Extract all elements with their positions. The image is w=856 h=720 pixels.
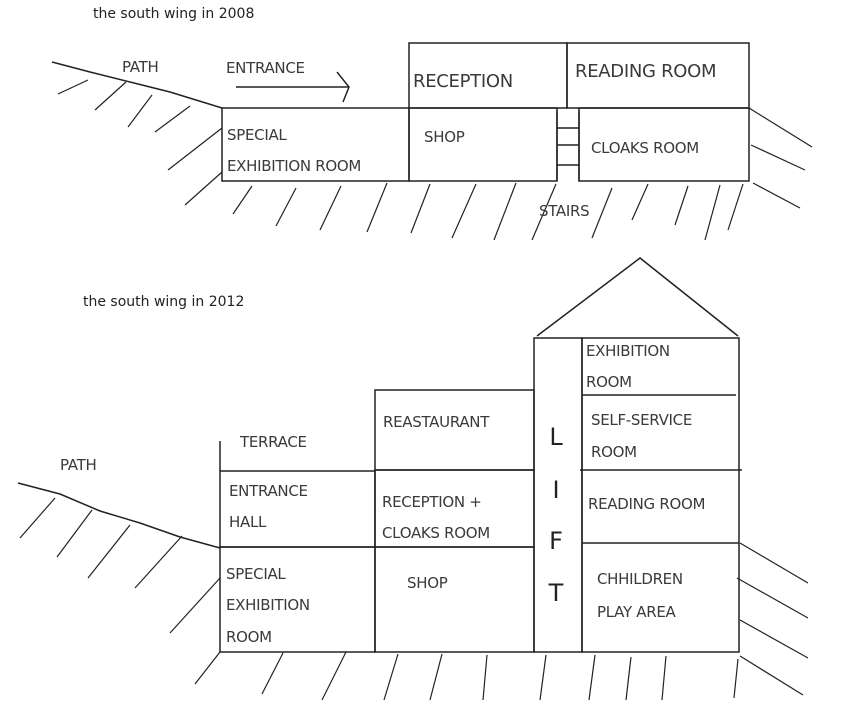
label-reception-2008: RECEPTION [413, 71, 513, 92]
ground-hatching-2012 [19, 497, 809, 701]
label-exhibition-room-2012-l1: EXHIBITION [586, 342, 670, 360]
shop-room-2012 [374, 546, 535, 653]
label-special-exhibition-2012-l3: ROOM [226, 628, 272, 646]
label-exhibition-room-2012-l2: ROOM [586, 373, 632, 391]
label-path-2008: PATH [122, 58, 159, 76]
label-reception-cloaks-2012-l1: RECEPTION + [382, 493, 482, 511]
label-special-exhibition-2012-l2: EXHIBITION [226, 596, 310, 614]
label-special-exhibition-2008-l1: SPECIAL [227, 126, 287, 144]
diagram-title-2012: the south wing in 2012 [83, 294, 245, 310]
diagram-title-2008: the south wing in 2008 [93, 6, 255, 22]
plan-2008 [51, 42, 813, 241]
arrow-head-2008 [336, 71, 350, 103]
lift-letter: L [549, 423, 563, 451]
lift-letter: F [549, 527, 563, 555]
label-self-service-2012-l1: SELF-SERVICE [591, 411, 693, 429]
label-entrance-hall-2012-l1: ENTRANCE [229, 482, 308, 500]
label-cloaks-room-2008: CLOAKS ROOM [591, 139, 699, 157]
label-entrance-hall-2012-l2: HALL [229, 513, 267, 531]
label-reading-room-2008: READING ROOM [575, 61, 717, 82]
lift-letter: I [552, 476, 560, 504]
label-stairs-2008: STAIRS [539, 202, 590, 220]
label-path-2012: PATH [60, 456, 97, 474]
label-reception-cloaks-2012-l2: CLOAKS ROOM [382, 524, 490, 542]
label-special-exhibition-2008-l2: EXHIBITION ROOM [227, 157, 362, 175]
label-entrance-2008: ENTRANCE [226, 59, 305, 77]
label-restaurant-2012: REASTAURANT [383, 413, 490, 431]
label-shop-2008: SHOP [424, 128, 465, 146]
label-self-service-2012-l2: ROOM [591, 443, 637, 461]
label-children-play-2012-l1: CHHILDREN [597, 570, 683, 588]
label-terrace-2012: TERRACE [240, 433, 307, 451]
label-special-exhibition-2012-l1: SPECIAL [226, 565, 286, 583]
label-shop-2012: SHOP [407, 574, 448, 592]
path-line-2012 [17, 482, 221, 549]
lift-letter: T [548, 579, 564, 607]
right-tower [581, 337, 740, 653]
label-children-play-2012-l2: PLAY AREA [597, 603, 676, 621]
roof [536, 257, 739, 337]
label-reading-room-2012: READING ROOM [588, 495, 706, 513]
plan-2012 [17, 257, 809, 701]
reading-room-2008 [566, 42, 750, 109]
ground-hatching-2008 [57, 79, 813, 241]
stairs-icon [556, 111, 580, 181]
path-line-2008 [51, 61, 223, 109]
